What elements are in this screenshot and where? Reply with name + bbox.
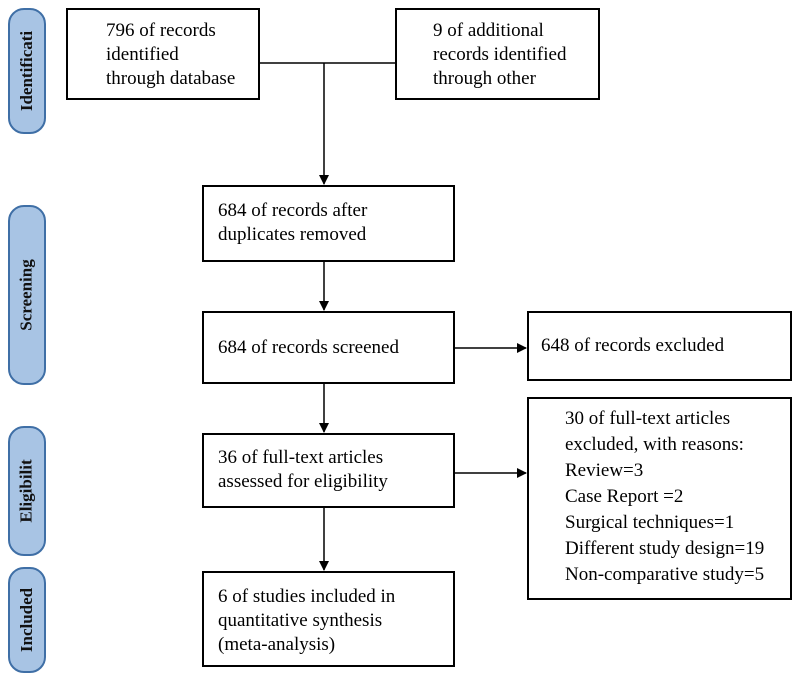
duplicates-removed-box: 684 of records after duplicates removed <box>202 185 455 262</box>
box-line: records identified <box>433 44 567 65</box>
records-screened-box: 684 of records screened <box>202 311 455 384</box>
box-line: Case Report =2 <box>565 486 684 507</box>
studies-included-box: 6 of studies included in quantitative sy… <box>202 571 455 667</box>
other-records-box: 9 of additional records identified throu… <box>395 8 600 100</box>
stage-eligibility-label: Eligibilit <box>17 459 37 523</box>
stage-identification-label: Identificati <box>17 30 36 112</box>
stage-included-label: Included <box>17 587 36 653</box>
box-line: 36 of full-text articles <box>218 447 384 468</box>
box-line: Different study design=19 <box>565 538 765 559</box>
box-line: identified <box>106 44 179 65</box>
box-line: 648 of records excluded <box>541 335 725 356</box>
box-line: 30 of full-text articles <box>565 408 731 429</box>
box-line: Review=3 <box>565 460 644 481</box>
stage-eligibility: Eligibilit <box>8 426 46 556</box>
stage-screening: Screening <box>8 205 46 385</box>
box-line: through database <box>106 68 236 89</box>
stage-screening-label: Screening <box>17 259 36 331</box>
box-line: duplicates removed <box>218 224 367 245</box>
box-line: Non-comparative study=5 <box>565 564 765 585</box>
box-line: 684 of records after <box>218 200 368 221</box>
box-line: 684 of records screened <box>218 336 399 358</box>
box-line: 6 of studies included in <box>218 586 396 607</box>
box-line: excluded, with reasons: <box>565 434 744 455</box>
box-line: quantitative synthesis <box>218 610 383 631</box>
box-line: 796 of records <box>106 20 216 41</box>
stage-identification: Identificati <box>8 8 46 134</box>
box-line: Surgical techniques=1 <box>565 512 735 533</box>
records-excluded-box: 648 of records excluded <box>527 311 792 381</box>
stage-included: Included <box>8 567 46 673</box>
fulltext-excluded-box: 30 of full-text articles excluded, with … <box>527 397 792 600</box>
box-line: 9 of additional <box>433 20 544 41</box>
box-line: assessed for eligibility <box>218 471 388 492</box>
box-line: through other <box>433 68 536 89</box>
fulltext-assessed-box: 36 of full-text articles assessed for el… <box>202 433 455 508</box>
box-line: (meta-analysis) <box>218 634 336 655</box>
database-records-box: 796 of records identified through databa… <box>66 8 260 100</box>
